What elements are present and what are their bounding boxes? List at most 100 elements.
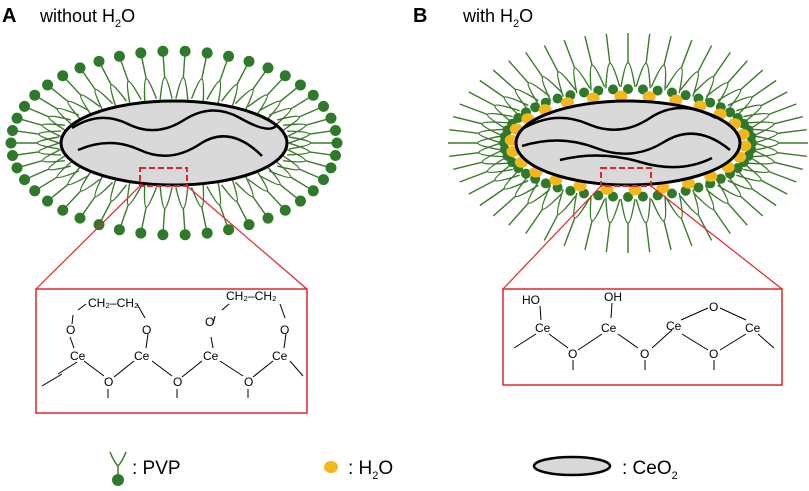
ce-label: Ce — [601, 321, 617, 335]
pvp-ligand — [283, 148, 337, 174]
zoom-line-a-right — [186, 185, 308, 290]
pvp-ligand — [7, 124, 61, 144]
water-molecule — [504, 134, 518, 146]
pvp-ligand — [665, 39, 693, 94]
zoom-marker-b — [600, 167, 652, 187]
pvp-anchor — [623, 84, 633, 94]
pvp-ligand-icon — [109, 451, 127, 486]
pvp-ligand — [543, 189, 577, 241]
panel-a-title: without H2O — [39, 6, 135, 30]
pvp-ligand — [753, 135, 808, 151]
ho-label: HO — [522, 293, 540, 307]
structure-box-a: CH₂–CH₂ CH₂–CH₂ O O O O Ce Ce Ce Ce O O … — [35, 288, 308, 414]
pvp-ligand — [693, 184, 731, 234]
pvp-anchor — [565, 185, 576, 196]
pvp-ligand — [135, 47, 158, 102]
water-molecule — [656, 182, 670, 194]
pvp-anchor — [666, 188, 677, 199]
pvp-ligand — [468, 91, 520, 124]
ce-label: Ce — [745, 321, 761, 335]
pvp-anchor — [608, 84, 619, 95]
pvp-ligand — [563, 192, 591, 247]
zoom-marker-a — [139, 167, 188, 187]
pvp-ligand — [584, 36, 606, 91]
pvp-ligand — [259, 165, 306, 207]
pvp-anchor — [623, 192, 633, 202]
pvp-ligand — [157, 45, 173, 100]
pvp-ligand — [650, 36, 672, 91]
pvp-ligand — [175, 186, 191, 241]
pvp-ligand — [234, 175, 274, 224]
pvp-anchor — [652, 85, 663, 96]
pvp-ligand — [508, 60, 551, 107]
ce-label: Ce — [134, 349, 150, 363]
pvp-ligand — [727, 168, 777, 207]
pvp-ligand — [259, 79, 306, 121]
pvp-ligand — [453, 115, 508, 138]
pvp-ligand — [287, 124, 341, 144]
pvp-ligand — [752, 128, 807, 144]
legend-ceo2-label: : CeO2 — [622, 458, 678, 482]
pvp-anchor — [593, 190, 604, 201]
pvp-ligand — [449, 128, 504, 144]
pvp-ligand — [543, 45, 577, 97]
o-label: O — [205, 315, 214, 329]
legend-h2o-label: : H2O — [348, 458, 393, 482]
ce-label: Ce — [272, 349, 288, 363]
pvp-anchor — [540, 178, 551, 189]
pvp-ligand — [748, 115, 803, 138]
pvp-ligand — [620, 33, 636, 88]
pvp-ligand — [206, 50, 235, 104]
pvp-shell-b — [448, 33, 808, 253]
pvp-ligand — [620, 198, 636, 253]
pvp-ligand — [679, 45, 713, 97]
pvp-ligand — [29, 160, 80, 197]
pvp-ligand — [18, 154, 72, 186]
pvp-ligand — [525, 184, 563, 234]
pvp-ligand — [74, 175, 114, 224]
pvp-ligand — [93, 55, 127, 107]
pvp-ligand — [268, 89, 319, 126]
panel-a-letter: A — [2, 5, 16, 27]
ce-label: Ce — [70, 349, 86, 363]
pvp-anchor — [593, 85, 604, 96]
panel-b: B with H2O — [413, 5, 808, 386]
pvp-ligand — [57, 70, 101, 116]
pvp-anchor — [732, 163, 743, 174]
zoom-line-a-left — [35, 185, 141, 290]
pvp-anchor — [608, 191, 619, 202]
ce-label: Ce — [203, 349, 219, 363]
pvp-ligand — [743, 155, 797, 183]
legend: : PVP : H2O : CeO2 — [109, 451, 678, 486]
water-molecule — [586, 92, 600, 104]
pvp-ligand — [705, 179, 748, 226]
pvp-ligand — [752, 142, 807, 158]
pvp-ligand — [11, 112, 65, 138]
pvp-ligand — [584, 195, 606, 250]
pvp-anchor — [530, 102, 541, 113]
ce-label: Ce — [535, 321, 551, 335]
pvp-ligand — [736, 162, 788, 195]
pvp-anchor — [705, 97, 716, 108]
pvp-ligand — [525, 52, 563, 102]
o-label: O — [709, 347, 718, 361]
pvp-ligand — [665, 192, 693, 247]
pvp-anchor — [725, 107, 736, 118]
pvp-ligand — [459, 103, 513, 131]
pvp-ligand — [5, 136, 60, 150]
o-label: O — [709, 300, 718, 314]
pvp-anchor — [637, 191, 648, 202]
panel-b-letter: B — [413, 5, 427, 27]
pvp-ligand — [93, 179, 127, 231]
water-molecule — [738, 140, 752, 152]
pvp-ligand — [221, 179, 255, 231]
pvp-ligand — [175, 45, 191, 100]
ch2-ch2-left: CH₂–CH₂ — [88, 296, 139, 310]
surface-chains-a — [71, 109, 277, 157]
pvp-ligand — [135, 184, 158, 239]
pvp-ligand — [276, 100, 330, 132]
pvp-ligand — [7, 142, 61, 162]
zoom-line-b-right — [650, 185, 783, 290]
pvp-ligand — [74, 62, 114, 111]
